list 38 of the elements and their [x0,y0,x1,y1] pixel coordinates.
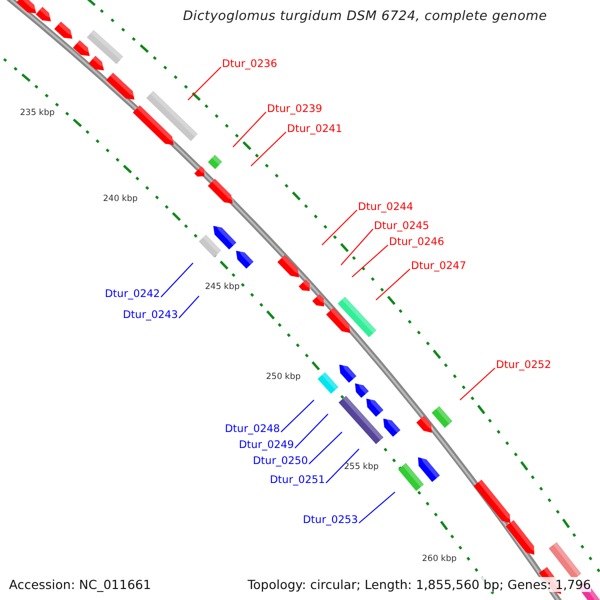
gene-label: Dtur_0239 [267,103,322,115]
gene-label: Dtur_0245 [374,220,430,232]
leader-line [178,296,200,318]
gene-label: Dtur_0243 [122,309,178,321]
leader-line [340,228,374,266]
gene-label: Dtur_0249 [238,439,294,451]
gene-label: Dtur_0250 [252,455,308,467]
leader-line [188,66,222,100]
leader-line [358,492,396,524]
leader-line [308,432,342,464]
leader-line [160,262,194,298]
position-tick-label: 250 kbp [266,372,301,382]
gene-label: Dtur_0241 [287,123,342,135]
gene-label: Dtur_0251 [270,474,325,486]
leader-line [376,268,410,300]
leader-line [294,414,328,448]
leader-line [232,112,266,148]
leader-line [280,400,314,432]
leader-line [326,448,360,484]
gene-label: Dtur_0248 [224,423,280,435]
position-tick-label: 245 kbp [205,282,240,292]
accession-note: Accession: NC_011661 [9,577,152,592]
position-tick-label: 235 kbp [20,108,55,118]
leader-line [352,244,388,278]
position-tick-label: 240 kbp [103,194,138,204]
gene-label: Dtur_0253 [302,514,358,526]
gene-label: Dtur_0244 [358,201,414,213]
leader-line [460,368,496,400]
position-tick-label: 255 kbp [344,462,379,472]
gene-label: Dtur_0236 [222,58,278,70]
leader-line [250,132,286,166]
gene-label: Dtur_0252 [496,359,552,371]
gene-label: Dtur_0247 [411,260,466,272]
leader-line [322,210,358,246]
position-tick-label: 260 kbp [422,554,457,564]
gene-label: Dtur_0242 [104,288,160,300]
gene-label: Dtur_0246 [389,236,444,248]
map-title: Dictyoglomus turgidum DSM 6724, complete genome [182,9,548,24]
